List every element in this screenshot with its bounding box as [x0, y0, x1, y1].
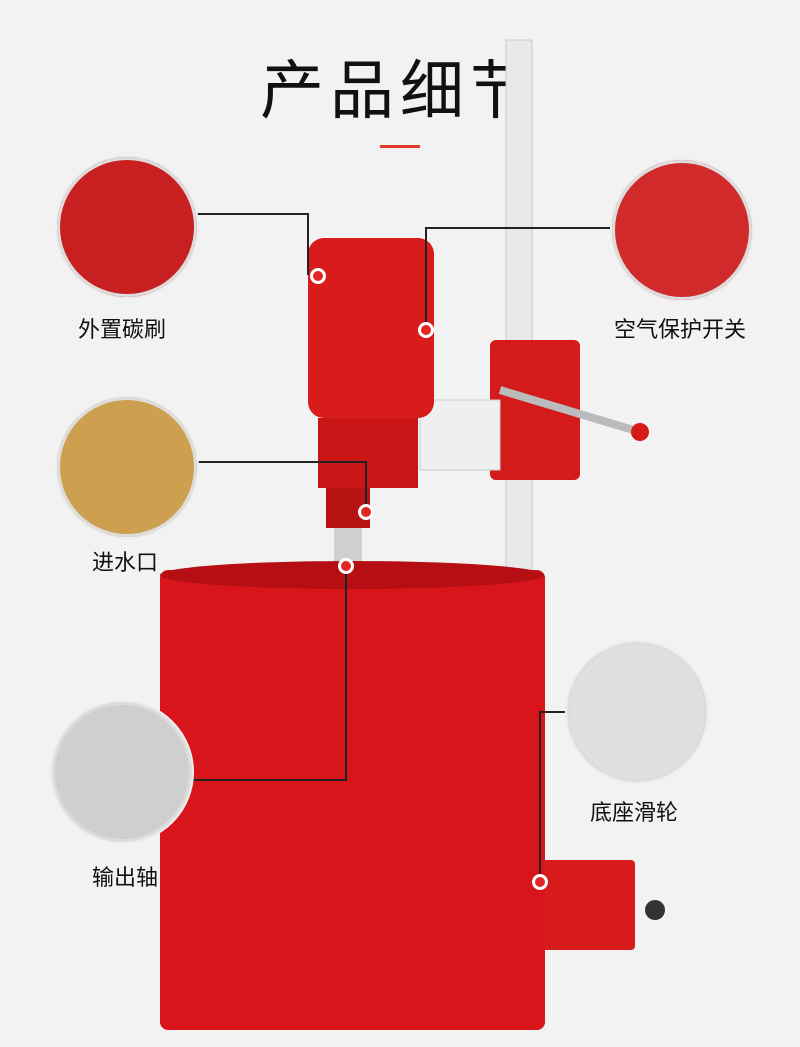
page-title: 产品细节 [260, 55, 540, 129]
motor-body [308, 238, 434, 418]
handle-knob [631, 423, 649, 441]
core-bit-top [160, 561, 544, 589]
marker-dot [418, 322, 434, 338]
label-circuit-breaker: 空气保护开关 [614, 318, 747, 343]
marker-dot [532, 874, 548, 890]
label-carbon-brush: 外置碳刷 [78, 318, 167, 343]
stand-base [525, 860, 635, 950]
feed-handle [498, 386, 642, 436]
leader-line-output-shaft [190, 566, 347, 781]
leader-line-breaker [425, 227, 610, 328]
carbon-brush-icon [55, 155, 199, 299]
label-output-shaft: 输出轴 [92, 866, 159, 891]
base-wheel-icon [565, 640, 709, 784]
leader-line-base-wheel [539, 711, 565, 880]
marker-dot [310, 268, 326, 284]
water-inlet-icon [55, 395, 199, 539]
leader-line-water-inlet [197, 461, 367, 510]
title-underline [380, 145, 420, 148]
carriage [490, 340, 580, 480]
gearbox [318, 418, 418, 488]
marker-dot [338, 558, 354, 574]
label-water-inlet: 进水口 [92, 551, 159, 576]
mount-bracket [419, 399, 501, 471]
marker-dot [358, 504, 374, 520]
output-shaft-icon [50, 700, 194, 844]
circuit-breaker-icon [610, 158, 754, 302]
leader-line-carbon-brush [197, 213, 309, 275]
core-bit [160, 570, 545, 1030]
label-base-wheel: 底座滑轮 [590, 801, 679, 826]
base-wheel [645, 900, 665, 920]
